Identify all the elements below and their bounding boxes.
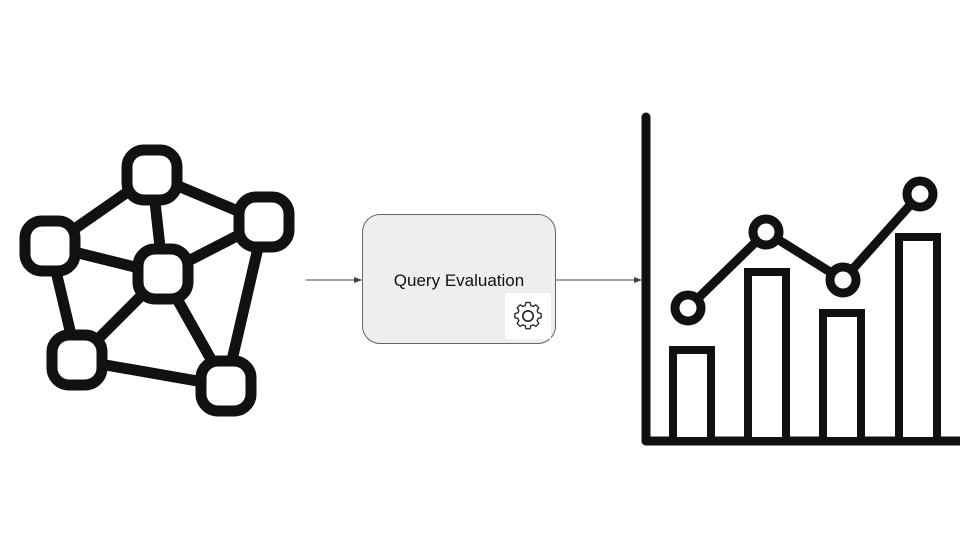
chart-point xyxy=(748,214,784,250)
bar-line-chart-icon xyxy=(641,112,960,446)
gear-icon xyxy=(505,293,551,339)
chart-trend-line xyxy=(684,190,924,312)
chart-point xyxy=(902,176,938,212)
graph-node xyxy=(121,144,183,206)
query-evaluation-box: Query Evaluation xyxy=(362,214,556,344)
chart-point xyxy=(670,290,706,326)
chart-bar xyxy=(819,309,865,445)
chart-bars xyxy=(669,233,941,445)
graph-node xyxy=(19,215,81,277)
graph-node xyxy=(132,243,194,305)
chart-bar xyxy=(895,233,941,445)
chart-bar xyxy=(669,346,715,445)
graph-nodes xyxy=(19,144,295,417)
graph-node xyxy=(195,355,257,417)
chart-bar xyxy=(744,268,790,445)
chart-trend-points xyxy=(670,176,938,326)
chart-point xyxy=(825,262,861,298)
graph-node xyxy=(46,329,108,391)
graph-node xyxy=(233,191,295,253)
query-evaluation-label: Query Evaluation xyxy=(393,271,525,290)
